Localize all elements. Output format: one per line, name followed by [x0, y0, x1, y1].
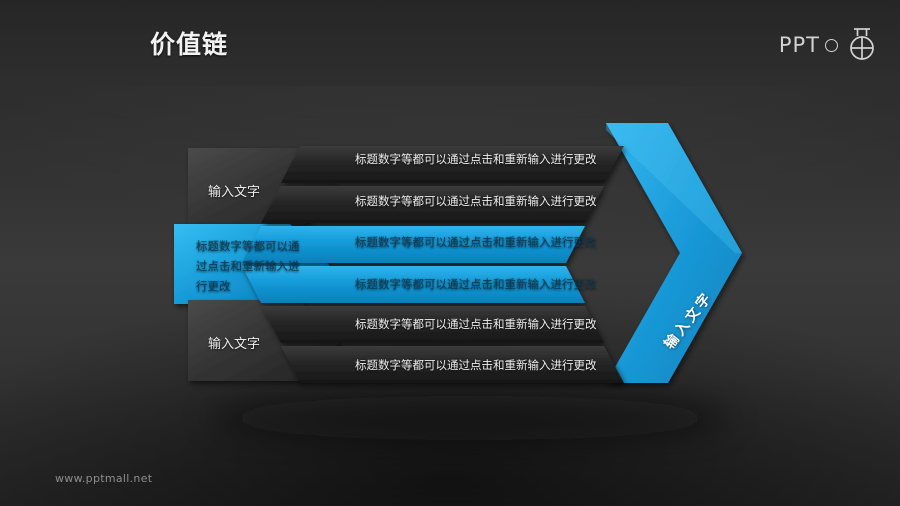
row-band-5[interactable]	[261, 306, 604, 343]
page-title: 价值链	[150, 31, 229, 59]
footer-watermark: www.pptmall.net	[55, 472, 153, 485]
main-chevron-arrow[interactable]	[606, 123, 742, 383]
logo-text: PPT	[778, 33, 820, 57]
row-band-6[interactable]	[281, 346, 624, 383]
ground-shadow	[210, 396, 730, 440]
pptmall-target-icon	[844, 26, 878, 64]
brand-logo: PPT	[779, 24, 878, 66]
logo-circle-icon	[825, 38, 838, 52]
row-band-1[interactable]	[281, 146, 624, 183]
row-band-4[interactable]	[242, 266, 585, 303]
row-band-2[interactable]	[261, 186, 604, 223]
header-band	[0, 0, 900, 86]
row-band-3[interactable]	[242, 226, 585, 263]
